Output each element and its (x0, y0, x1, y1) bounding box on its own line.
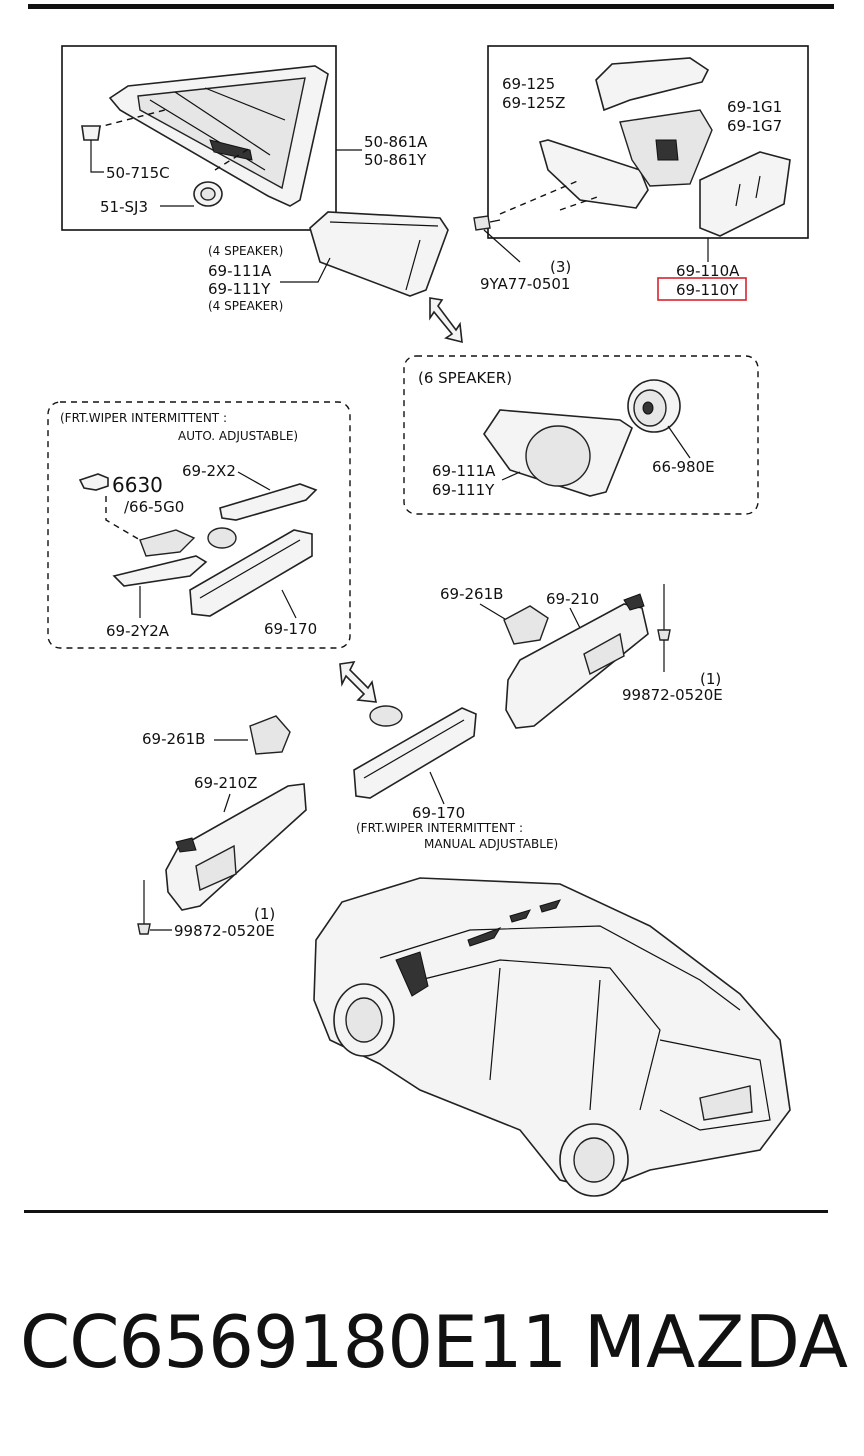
mirror-garnish-6-speaker (483, 409, 633, 497)
label-manual-title-2: MANUAL ADJUSTABLE) (424, 837, 558, 851)
screw-left (137, 880, 151, 935)
label-69-170-manual: 69-170 (412, 804, 465, 822)
mirror-garnish-4-speaker (309, 211, 449, 297)
leader-50-715c (90, 150, 104, 173)
mirror-base-manual (369, 705, 403, 727)
highlight-69-110y (657, 277, 747, 301)
mirror-base-auto (207, 527, 237, 549)
quarter-window-glass (108, 65, 329, 207)
label-69-111y-top: 69-111Y (208, 280, 271, 298)
label-66-5g0: /66-5G0 (124, 498, 184, 516)
label-bolt-qty: (3) (550, 258, 571, 276)
rain-sensor (139, 529, 196, 557)
leader-69-2x2 (237, 471, 271, 491)
rear-view-mirror-manual (353, 707, 477, 799)
leader-69-170-auto (281, 589, 297, 619)
rear-view-mirror-auto (189, 529, 313, 617)
sun-visor-right (505, 593, 649, 729)
leader-69-111-top (280, 257, 331, 283)
label-auto-title-1: (FRT.WIPER INTERMITTENT : (60, 411, 227, 425)
label-4-speaker-bottom: (4 SPEAKER) (208, 299, 283, 313)
leader-69-170-manual (429, 771, 445, 805)
label-69-2x2: 69-2X2 (182, 462, 236, 480)
label-50-715c: 50-715C (106, 164, 170, 182)
label-99872-right: 99872-0520E (622, 686, 723, 704)
visor-holder-right (503, 605, 549, 645)
bolt-9ya77 (473, 215, 501, 231)
six-speaker-box (403, 355, 759, 515)
clip-51-sj3 (193, 181, 223, 207)
mirror-glass-69-110 (699, 151, 791, 237)
label-69-1g7: 69-1G7 (727, 117, 782, 135)
door-mirror-box (487, 45, 809, 239)
label-69-261b-left: 69-261B (142, 730, 205, 748)
part-number: CC6569180E11 (20, 1300, 567, 1384)
leader-69-111-six (501, 471, 521, 481)
label-69-170-auto: 69-170 (264, 620, 317, 638)
label-6-speaker: (6 SPEAKER) (418, 369, 512, 387)
rain-sensor-dashes (105, 496, 141, 541)
clip-50-715c (81, 125, 101, 150)
label-99872-left: 99872-0520E (174, 922, 275, 940)
label-auto-title-2: AUTO. ADJUSTABLE) (178, 429, 298, 443)
label-69-210: 69-210 (546, 590, 599, 608)
mirror-housing (539, 109, 713, 209)
leader-69-210 (569, 607, 581, 629)
label-69-111a-six: 69-111A (432, 462, 496, 480)
label-51-sj3: 51-SJ3 (100, 198, 148, 216)
brand-name: MAZDA (583, 1300, 848, 1384)
double-arrow-middle (339, 660, 377, 703)
label-69-210z: 69-210Z (194, 774, 257, 792)
label-9ya77-0501: 9YA77-0501 (480, 275, 570, 293)
label-69-110a: 69-110A (676, 262, 740, 280)
label-69-111y-six: 69-111Y (432, 481, 495, 499)
quarter-window-dashes (94, 109, 251, 171)
mirror-cap-69-125 (595, 57, 710, 112)
sun-visor-left (165, 783, 307, 911)
double-arrow-upper (429, 297, 463, 344)
visor-holder-left (249, 715, 291, 755)
screw-right (657, 584, 671, 641)
label-50-861a: 50-861A (364, 133, 428, 151)
top-rule (28, 4, 834, 9)
quarter-window-box (61, 45, 337, 231)
label-69-111a-top: 69-111A (208, 262, 272, 280)
label-50-861y: 50-861Y (364, 151, 427, 169)
leader-9ya77 (483, 229, 521, 263)
tweeter-66-980e (627, 379, 681, 433)
label-69-2y2a: 69-2Y2A (106, 622, 170, 640)
label-69-1g1: 69-1G1 (727, 98, 782, 116)
pointer-hand-icon (78, 473, 109, 491)
label-screw-qty-left: (1) (254, 905, 275, 923)
label-screw-qty-right: (1) (700, 670, 721, 688)
cover-69-2x2 (219, 483, 318, 521)
vehicle-illustration (313, 877, 791, 1197)
label-69-261b-right: 69-261B (440, 585, 503, 603)
label-6630: 6630 (112, 473, 163, 497)
mirror-bolt-dashes (499, 179, 601, 215)
bottom-rule (24, 1210, 828, 1213)
label-69-110y: 69-110Y (676, 281, 739, 299)
label-69-125z: 69-125Z (502, 94, 565, 112)
auto-adjustable-box (47, 401, 351, 649)
leader-66-980e (667, 425, 691, 459)
cover-69-2y2a (112, 555, 208, 587)
label-69-125: 69-125 (502, 75, 555, 93)
label-manual-title-1: (FRT.WIPER INTERMITTENT : (356, 821, 523, 835)
footer: CC6569180E11 MAZDA (0, 1300, 864, 1400)
label-4-speaker-top: (4 SPEAKER) (208, 244, 283, 258)
leader-69-210z (223, 793, 231, 813)
label-66-980e: 66-980E (652, 458, 715, 476)
